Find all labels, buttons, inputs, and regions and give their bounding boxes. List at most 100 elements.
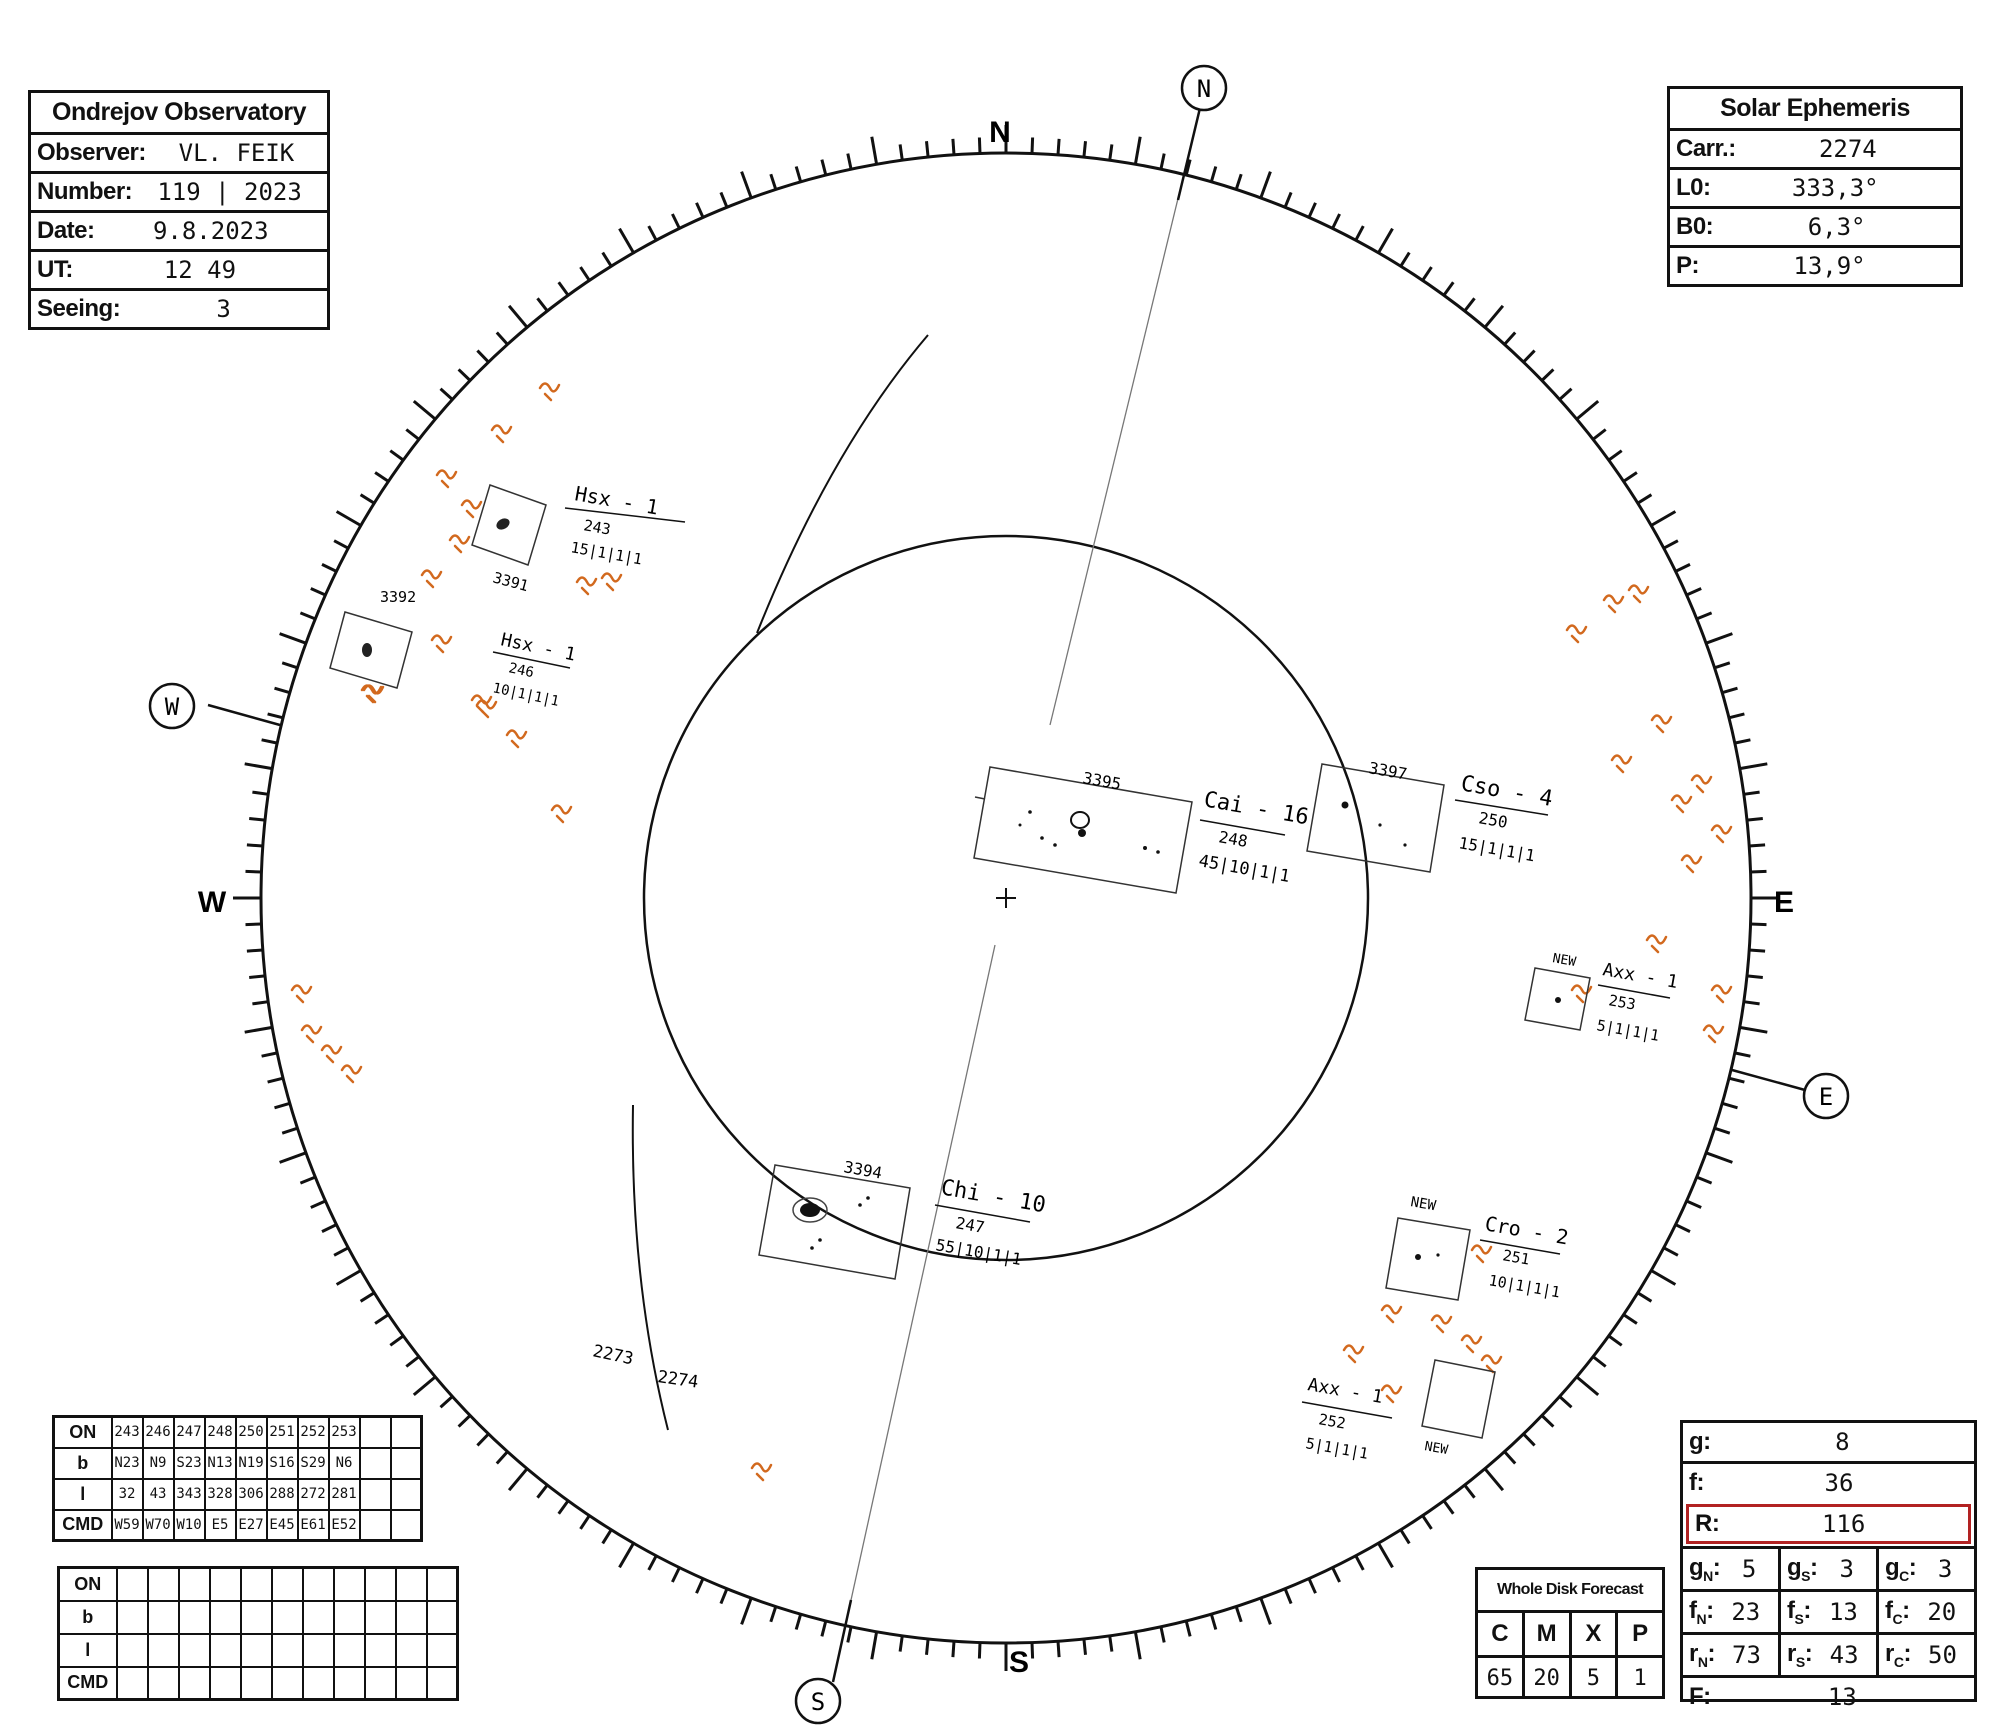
facula-mark <box>1610 754 1633 774</box>
degree-tick <box>507 304 529 329</box>
degree-tick <box>820 1620 828 1637</box>
b0-value: 6,3° <box>1807 213 1866 241</box>
degree-tick <box>405 428 420 441</box>
degree-tick <box>601 1529 613 1545</box>
table1-cell: N19 <box>234 1446 268 1480</box>
table2-cell[interactable] <box>208 1599 242 1635</box>
degree-tick <box>1331 213 1341 230</box>
table2-cell[interactable] <box>332 1599 366 1635</box>
degree-tick <box>281 661 298 670</box>
table2-cell[interactable] <box>363 1566 397 1602</box>
table2-cell[interactable] <box>301 1632 335 1668</box>
east-circle-marker: E <box>1802 1072 1850 1120</box>
degree-tick <box>1663 539 1679 550</box>
svg-text:N: N <box>1197 75 1211 103</box>
table2-cell[interactable] <box>425 1665 459 1701</box>
table2-row: CMD <box>57 1665 459 1701</box>
degree-tick <box>1442 1499 1455 1515</box>
degree-tick <box>695 202 705 219</box>
degree-tick <box>274 1101 291 1110</box>
table2-cell[interactable] <box>363 1665 397 1701</box>
facula-mark <box>360 684 383 704</box>
table1-cell <box>389 1477 423 1511</box>
table2-cell[interactable] <box>270 1632 304 1668</box>
table2-cell[interactable] <box>425 1599 459 1635</box>
group-box-axx-east: NEW Axx - 1 253 5|1|1|1 <box>1524 951 1679 1045</box>
table2-cell[interactable] <box>301 1566 335 1602</box>
facula-mark <box>340 1064 363 1084</box>
group-number-3394: 3394 <box>842 1157 883 1182</box>
table2-cell[interactable] <box>332 1566 366 1602</box>
table1-cell: E52 <box>327 1508 361 1542</box>
table1-cell <box>358 1477 392 1511</box>
table2-cell[interactable] <box>394 1566 428 1602</box>
table2-cell[interactable] <box>208 1566 242 1602</box>
table2-cell[interactable] <box>115 1665 149 1701</box>
table2-cell[interactable] <box>363 1632 397 1668</box>
degree-tick <box>246 948 263 953</box>
table2-cell[interactable] <box>425 1566 459 1602</box>
degree-tick <box>274 686 291 695</box>
table2-cell[interactable] <box>332 1632 366 1668</box>
table2-cell[interactable] <box>239 1632 273 1668</box>
degree-tick <box>249 974 266 979</box>
table2-cell[interactable] <box>177 1599 211 1635</box>
table2-cell[interactable] <box>239 1665 273 1701</box>
table2-cell[interactable] <box>239 1566 273 1602</box>
p-row: P:13,9° <box>1670 245 1960 284</box>
b0-row: B0:6,3° <box>1670 206 1960 245</box>
degree-tick <box>1728 1076 1745 1084</box>
table2-cell[interactable] <box>270 1599 304 1635</box>
degree-tick <box>412 399 437 421</box>
table2-cell[interactable] <box>115 1632 149 1668</box>
degree-tick <box>925 1638 930 1655</box>
facula-mark <box>1430 1314 1453 1334</box>
degree-tick <box>671 213 681 230</box>
table1-cell: 247 <box>172 1415 206 1449</box>
table2-cell[interactable] <box>208 1665 242 1701</box>
table2-cell[interactable] <box>332 1665 366 1701</box>
table2-cell[interactable] <box>270 1566 304 1602</box>
disk-center-cross <box>996 888 1016 908</box>
degree-tick <box>794 1613 803 1630</box>
stat-f-hemispheres-row: fN:23 fS:13 fC:20 <box>1683 1589 1974 1632</box>
table2-cell[interactable] <box>301 1665 335 1701</box>
table2-cell[interactable] <box>239 1599 273 1635</box>
table2-cell[interactable] <box>146 1566 180 1602</box>
table1-cell: 43 <box>141 1477 175 1511</box>
table2-cell[interactable] <box>146 1665 180 1701</box>
group-cmd-3395: 248 <box>1217 827 1249 851</box>
table2-cell[interactable] <box>394 1599 428 1635</box>
group-class-3394: Chi - 10 <box>939 1175 1048 1218</box>
table1-cell: E61 <box>296 1508 330 1542</box>
table2-cell[interactable] <box>146 1599 180 1635</box>
degree-tick <box>261 1051 278 1058</box>
table1-cell <box>389 1415 423 1449</box>
facula-mark <box>475 699 498 719</box>
degree-tick <box>1209 1613 1218 1630</box>
table2-cell[interactable] <box>301 1599 335 1635</box>
table1-cell <box>389 1508 423 1542</box>
table1-cell: E45 <box>265 1508 299 1542</box>
degree-tick-ring <box>233 125 1779 1671</box>
table1-cell: 288 <box>265 1477 299 1511</box>
facula-mark <box>420 569 443 589</box>
table2-cell[interactable] <box>115 1566 149 1602</box>
table2-cell[interactable] <box>394 1665 428 1701</box>
table2-cell[interactable] <box>394 1632 428 1668</box>
table2-cell[interactable] <box>177 1665 211 1701</box>
group-data-3394: 55|10|1|1 <box>934 1235 1023 1269</box>
table2-cell[interactable] <box>115 1599 149 1635</box>
degree-tick <box>1056 138 1061 155</box>
degree-tick <box>321 563 338 573</box>
table2-cell[interactable] <box>177 1632 211 1668</box>
table1-cell: W59 <box>110 1508 144 1542</box>
table2-row: b <box>57 1599 459 1635</box>
table2-cell[interactable] <box>208 1632 242 1668</box>
table2-cell[interactable] <box>270 1665 304 1701</box>
table2-cell[interactable] <box>177 1566 211 1602</box>
table2-cell[interactable] <box>146 1632 180 1668</box>
table2-cell[interactable] <box>425 1632 459 1668</box>
stat-fn-value: 23 <box>1731 1598 1761 1626</box>
table2-cell[interactable] <box>363 1599 397 1635</box>
